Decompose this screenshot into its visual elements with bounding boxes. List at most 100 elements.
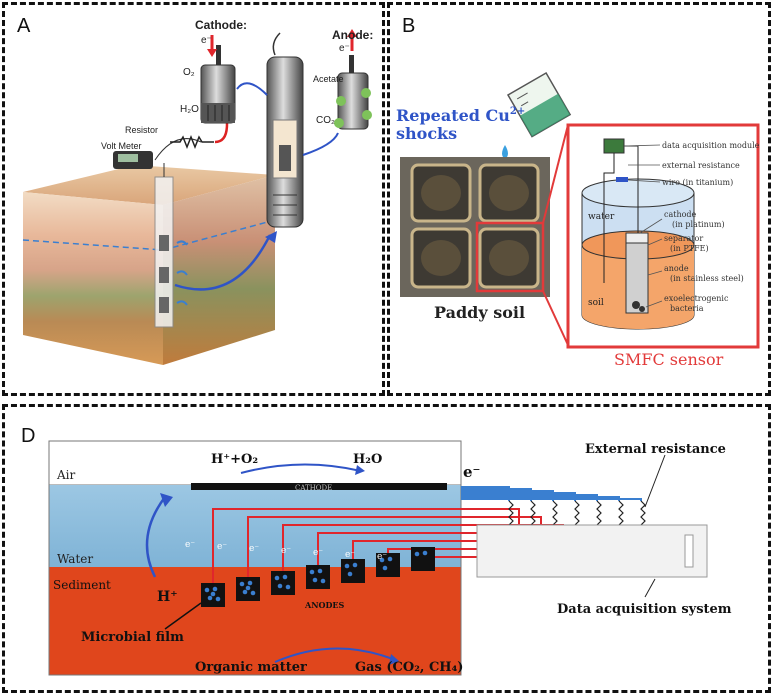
soil-block-side	[163, 175, 275, 365]
resistor-zigzag	[574, 500, 580, 533]
bacteria-dot	[282, 574, 288, 580]
cathode-title: Cathode:	[195, 18, 247, 32]
bacteria-dot	[245, 585, 251, 591]
voltmeter-label: Volt Meter	[101, 141, 142, 151]
daq-module-label: data acquisition module	[662, 141, 760, 150]
air-layer	[48, 440, 462, 486]
exoelectrogenic-label: exoelectrogenic	[664, 294, 729, 303]
electron-marker-label: e⁻	[185, 540, 195, 550]
cathode-plate-label: CATHODE	[295, 484, 332, 492]
resistor-symbol	[170, 134, 214, 150]
electron-markers: e⁻e⁻e⁻e⁻e⁻e⁻e⁻	[185, 540, 387, 562]
sediment-label: Sediment	[53, 578, 111, 592]
bacteria-dot	[344, 563, 350, 569]
soil-block-top	[23, 165, 275, 205]
water-label: water	[588, 212, 615, 222]
anode-label: anode	[664, 264, 689, 273]
electron-marker-label: e⁻	[377, 552, 387, 562]
resistor-zigzag	[508, 500, 514, 533]
anode-block	[341, 559, 365, 583]
external-resistance-label: external resistance	[662, 161, 740, 170]
anode-block	[411, 547, 435, 571]
bacteria-dot	[352, 562, 358, 568]
bacteria-dot	[277, 583, 283, 589]
bacteria-dot	[215, 596, 221, 602]
cathode-sub-label: (in platinum)	[672, 220, 725, 229]
anode-sub-label: (in stainless steel)	[670, 274, 744, 283]
resistor-zigzag	[640, 500, 646, 533]
bacteria-dot	[247, 580, 253, 586]
reaction-right-label: H₂O	[353, 452, 382, 467]
bacteria-dot	[274, 575, 280, 581]
beaker-icon	[506, 71, 572, 138]
anode-block	[271, 571, 295, 595]
bacteria-dot	[422, 550, 428, 556]
bacteria-dot	[317, 568, 323, 574]
bacteria-label: bacteria	[670, 304, 704, 313]
separator-sub-label: (in PTFE)	[670, 244, 709, 253]
groundwater-sensor-illustration: Cathode: Anode: e⁻ e⁻ O₂ H₂O Acetate CO₂…	[22, 18, 373, 365]
bacteria-dot	[414, 551, 420, 557]
bacteria-dot	[250, 590, 256, 596]
electron-marker-label: e⁻	[217, 542, 227, 552]
electron-marker-label: e⁻	[249, 544, 259, 554]
bacteria-dot	[204, 587, 210, 593]
bacteria-dot	[242, 589, 248, 595]
anode-title: Anode:	[332, 28, 373, 42]
bacteria-dot	[382, 565, 388, 571]
smfc-sensor-label: SMFC sensor	[614, 350, 724, 369]
panel-d: D e⁻ e⁻ e⁻ e⁻ e⁻ e⁻ e⁻	[2, 404, 771, 693]
microbial-film-label: Microbial film	[81, 630, 184, 645]
resistor-label: Resistor	[125, 125, 158, 135]
gas-label: Gas (CO₂, CH₄)	[355, 660, 463, 675]
cathode-electron-label: e⁻	[201, 35, 212, 46]
resistor-zigzag	[596, 500, 602, 533]
shocks-label-line2: shocks	[396, 124, 457, 143]
soil-label: soil	[588, 298, 604, 308]
panel-d-label: D	[21, 425, 36, 447]
anode-block	[376, 553, 400, 577]
anode-block	[306, 565, 330, 589]
panel-a-label: A	[17, 15, 31, 37]
h-plus-label: H⁺	[157, 589, 178, 605]
bacteria-dot	[285, 584, 291, 590]
data-acquisition-module	[603, 138, 625, 154]
bacteria-dot	[347, 571, 353, 577]
shocks-label: Repeated Cu2+	[396, 106, 525, 125]
wire-label: wire (in titanium)	[662, 178, 733, 187]
bacteria-dot	[379, 557, 385, 563]
o2-label: O₂	[183, 67, 195, 78]
bacteria-dot	[212, 586, 218, 592]
external-resistance-label: External resistance	[585, 442, 726, 457]
cathode-plate	[191, 483, 447, 490]
bacteria-dot	[210, 591, 216, 597]
panel-b: B	[387, 2, 771, 396]
resistor-zigzag	[552, 500, 558, 533]
bacteria-dot	[312, 577, 318, 583]
acetate-label: Acetate	[313, 74, 344, 84]
panel-b-label: B	[402, 15, 416, 37]
separator-label: separator	[664, 234, 703, 243]
data-acquisition-label: Data acquisition system	[557, 602, 732, 617]
resistor-zigzag	[618, 500, 624, 533]
panel-a: A	[2, 2, 385, 396]
resistor-zigzag	[530, 500, 536, 533]
bacteria-dot	[320, 578, 326, 584]
electron-label: e⁻	[463, 463, 480, 481]
cathode-wire	[461, 498, 642, 501]
soil-block-front	[23, 192, 163, 365]
electron-marker-label: e⁻	[281, 546, 291, 556]
electron-marker-label: e⁻	[345, 550, 355, 560]
bacteria-dot	[207, 595, 213, 601]
air-label: Air	[56, 468, 76, 482]
h2o-label: H₂O	[180, 104, 199, 115]
reaction-left-label: H⁺+O₂	[211, 452, 258, 467]
daq-box	[476, 524, 708, 578]
co2-label: CO₂	[316, 115, 335, 126]
anodes-group	[201, 547, 435, 607]
anodes-label: ANODES	[304, 600, 345, 610]
selected-pot-highlight	[475, 221, 545, 293]
paddy-soil-label: Paddy soil	[434, 303, 525, 322]
bacteria-dot	[309, 569, 315, 575]
cathode-label: cathode	[664, 210, 697, 219]
